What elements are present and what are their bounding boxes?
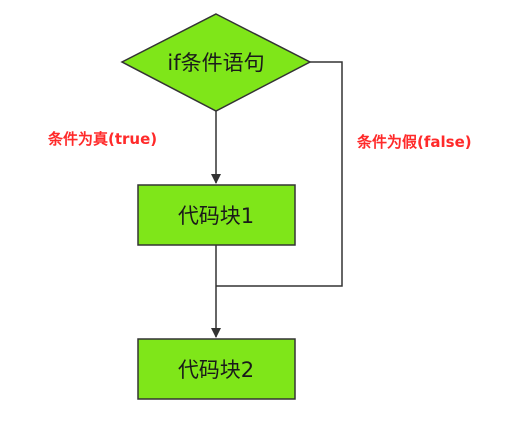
decision-label: if条件语句 (167, 51, 264, 75)
process-node-block1: 代码块1 (137, 184, 296, 246)
true-branch-label: 条件为真(true) (47, 130, 157, 148)
edge-false-branch (216, 61, 343, 287)
block1-label: 代码块1 (178, 204, 254, 228)
block2-box (137, 338, 296, 400)
block1-box (137, 184, 296, 246)
process-node-block2: 代码块2 (137, 338, 296, 400)
decision-node: if条件语句 (120, 13, 312, 112)
decision-diamond (120, 13, 312, 112)
block2-label: 代码块2 (178, 358, 254, 382)
edges (211, 61, 343, 338)
false-branch-label: 条件为假(false) (356, 133, 472, 151)
